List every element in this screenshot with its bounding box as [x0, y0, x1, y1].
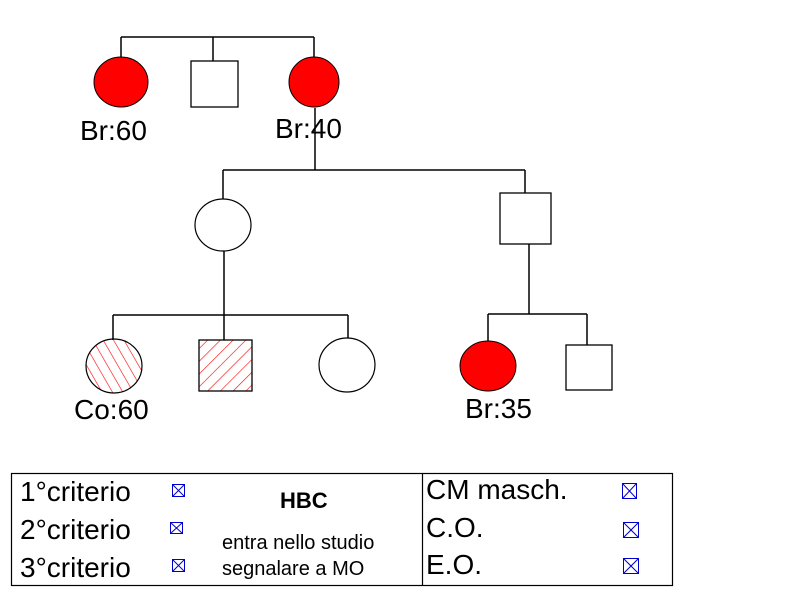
g1-female-left-label: Br:60 [80, 115, 147, 146]
g3-female-symbol [318, 337, 376, 393]
g3-male-symbol [565, 344, 613, 391]
g1-male-symbol [190, 60, 239, 108]
g1-female-right-symbol [288, 56, 340, 108]
legend-eo-checkbox[interactable] [623, 558, 639, 574]
g3-female-colon-symbol [85, 338, 143, 394]
gen1-sibship-lines [120, 36, 316, 170]
legend-criterio-3-label: 3°criterio [20, 552, 131, 583]
gen3-right-sibship-lines [487, 313, 588, 345]
g3-female-colon-label: Co:60 [74, 394, 149, 425]
legend-criterio-3-checkbox[interactable] [172, 559, 185, 572]
legend-criterio-1-checkbox[interactable] [172, 484, 185, 497]
legend-note-line2: segnalare a MO [222, 558, 364, 580]
legend-cm-masch-checkbox[interactable] [622, 483, 637, 499]
g2-female-symbol [194, 198, 252, 252]
g3-female-breast-label: Br:35 [465, 393, 532, 424]
g1-female-left-symbol [93, 56, 149, 108]
g1-female-right-label: Br:40 [275, 113, 342, 144]
legend-note-line1: entra nello studio [222, 532, 374, 554]
legend-criterio-1-label: 1°criterio [20, 476, 131, 507]
legend-box: 1°criterio 2°criterio 3°criterio HBC ent… [10, 472, 674, 587]
legend-title: HBC [280, 488, 328, 513]
legend-criterio-2-checkbox[interactable] [170, 522, 183, 534]
g2-male-symbol [499, 192, 552, 245]
gen3-left-sibship-lines [112, 314, 349, 340]
legend-criterio-2-label: 2°criterio [20, 514, 131, 545]
legend-co-checkbox[interactable] [623, 522, 639, 538]
legend-co-label: C.O. [426, 512, 484, 543]
g3-female-breast-symbol [459, 340, 517, 392]
g3-male-hatched-symbol [198, 339, 253, 392]
gen2-sibship-lines [222, 169, 530, 315]
legend-eo-label: E.O. [426, 549, 482, 580]
legend-cm-masch-label: CM masch. [426, 474, 568, 505]
